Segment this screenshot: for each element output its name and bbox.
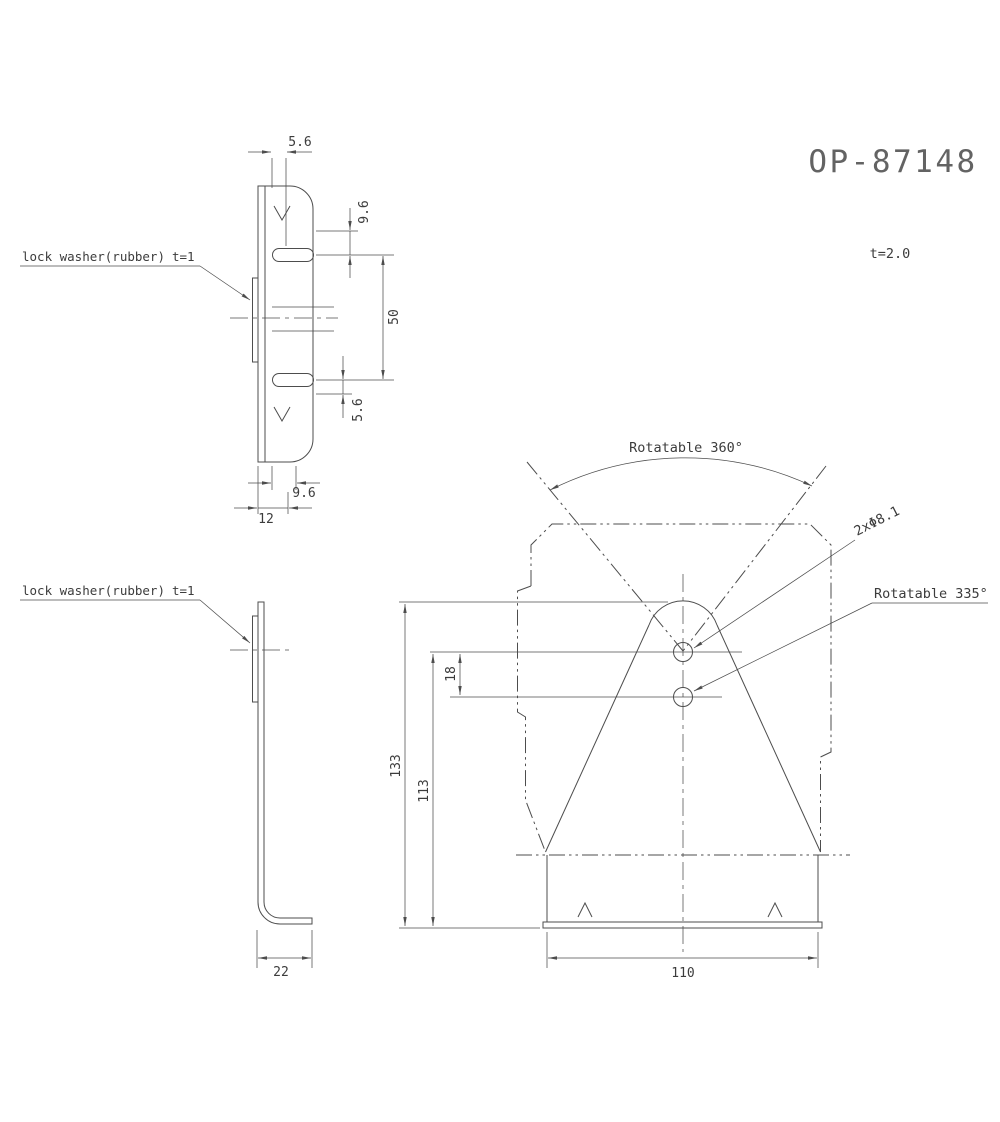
dim-height-overall: 133 (389, 754, 404, 777)
lock-washer-strip (252, 277, 259, 363)
leader-line (199, 599, 251, 644)
dim-tab-top: 5.6 (288, 135, 311, 150)
rotation-arc (549, 457, 813, 491)
leader-line (693, 539, 856, 649)
leader-thickness-l: t=1 (172, 583, 195, 598)
rotation-limit-left (526, 461, 684, 652)
dim-base-width: 110 (671, 966, 694, 981)
l-bracket-outline (257, 601, 313, 925)
base-tab-mark-right (767, 901, 783, 918)
tab-mark-bottom (273, 406, 291, 423)
leader-line (199, 265, 251, 301)
leader-label-l: lock washer(rubber) (22, 583, 165, 598)
base-tab-mark-left (577, 901, 593, 918)
rotating-plate-phantom-outline (517, 523, 832, 853)
rotation-limit-right (682, 465, 827, 652)
bracket-right-slant (716, 624, 821, 853)
leader-line (693, 602, 873, 692)
dim-depth-overall: 12 (258, 512, 274, 527)
dim-leg-width: 22 (273, 965, 289, 980)
note-holes: 2xΦ8.1 (852, 503, 903, 539)
note-rotate-limited: Rotatable 335° (874, 586, 988, 602)
leader-thickness-side: t=1 (172, 249, 195, 264)
slot-top (272, 248, 314, 262)
part-number: OP-87148 (808, 144, 977, 180)
dim-slot-pitch: 50 (387, 309, 402, 325)
base-plate-outline (542, 855, 823, 929)
bracket-left-slant (545, 624, 650, 853)
side-view: 5.6 9.6 50 5.6 9.6 12 lock washer(rubber (20, 135, 402, 527)
leader-label-side: lock washer(rubber) (22, 249, 165, 264)
dim-tab-bottom: 5.6 (351, 398, 366, 421)
thickness-note: t=2.0 (870, 246, 911, 262)
dim-height-to-hole: 113 (417, 779, 432, 802)
note-rotate-full: Rotatable 360° (629, 440, 743, 456)
slot-bottom (272, 373, 314, 387)
l-view: lock washer(rubber) t=1 22 (20, 583, 313, 980)
side-plate-outline (257, 185, 314, 463)
tab-mark-top (273, 205, 291, 222)
front-view: 133 113 18 110 Rotatable 360° 2xΦ8.1 Rot… (389, 440, 988, 981)
lock-washer-strip (252, 615, 259, 703)
dim-slot-top: 9.6 (357, 200, 372, 223)
dim-depth-slot: 9.6 (292, 486, 315, 501)
dim-hole-pitch: 18 (444, 666, 459, 682)
